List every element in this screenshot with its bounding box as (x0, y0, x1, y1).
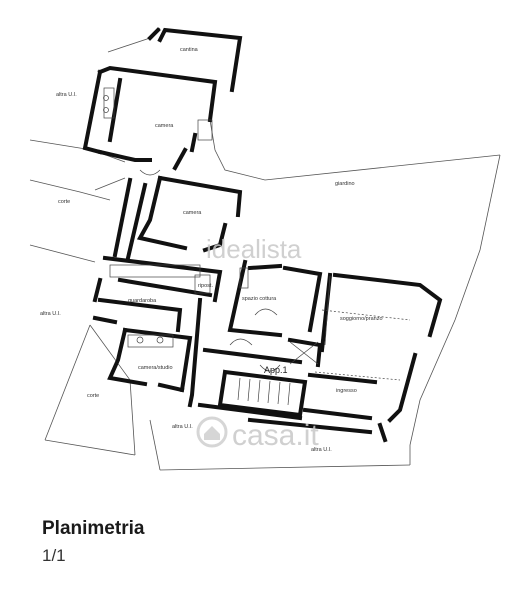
caption-title: Planimetria (42, 518, 145, 539)
room-label-altra-ui-left: altra U.I. (40, 311, 61, 317)
watermark-casa: casa.it (232, 419, 319, 452)
room-label-altra-ui-bottom: altra U.I. (172, 424, 193, 430)
room-label-corte-bottom: corte (87, 393, 99, 399)
room-label-app: App.1 (264, 365, 288, 375)
room-label-altra-ui-bottom-right: altra U.I. (311, 447, 332, 453)
room-label-ripost: ripost. (198, 283, 213, 289)
room-labels: cantina altra U.I. camera giardino corte… (40, 47, 383, 453)
floor-plan: cantina altra U.I. camera giardino corte… (29, 27, 501, 471)
room-label-cantina: cantina (180, 47, 199, 53)
room-label-giardino: giardino (335, 181, 355, 187)
room-label-altra-ui-top: altra U.I. (56, 92, 77, 98)
room-label-ingresso: ingresso (336, 388, 357, 394)
watermark-casa-logo-icon (196, 416, 228, 448)
watermarks: idealista casa.it (196, 234, 319, 452)
room-label-corte-top: corte (58, 199, 70, 205)
room-label-soggiorno: soggiorno/pranzo (340, 316, 383, 322)
fixtures (103, 87, 411, 406)
room-label-camera-mid: camera (183, 210, 202, 216)
plot-lines (29, 27, 501, 471)
room-label-camera-studio: camera/studio (138, 365, 173, 371)
caption-page-counter: 1/1 (42, 546, 66, 565)
room-label-spazio-cottura: spazio cottura (242, 296, 277, 302)
watermark-idealista: idealista (206, 234, 302, 264)
room-label-camera-top: camera (155, 123, 174, 129)
room-label-guardaroba: guardaroba (128, 298, 157, 304)
